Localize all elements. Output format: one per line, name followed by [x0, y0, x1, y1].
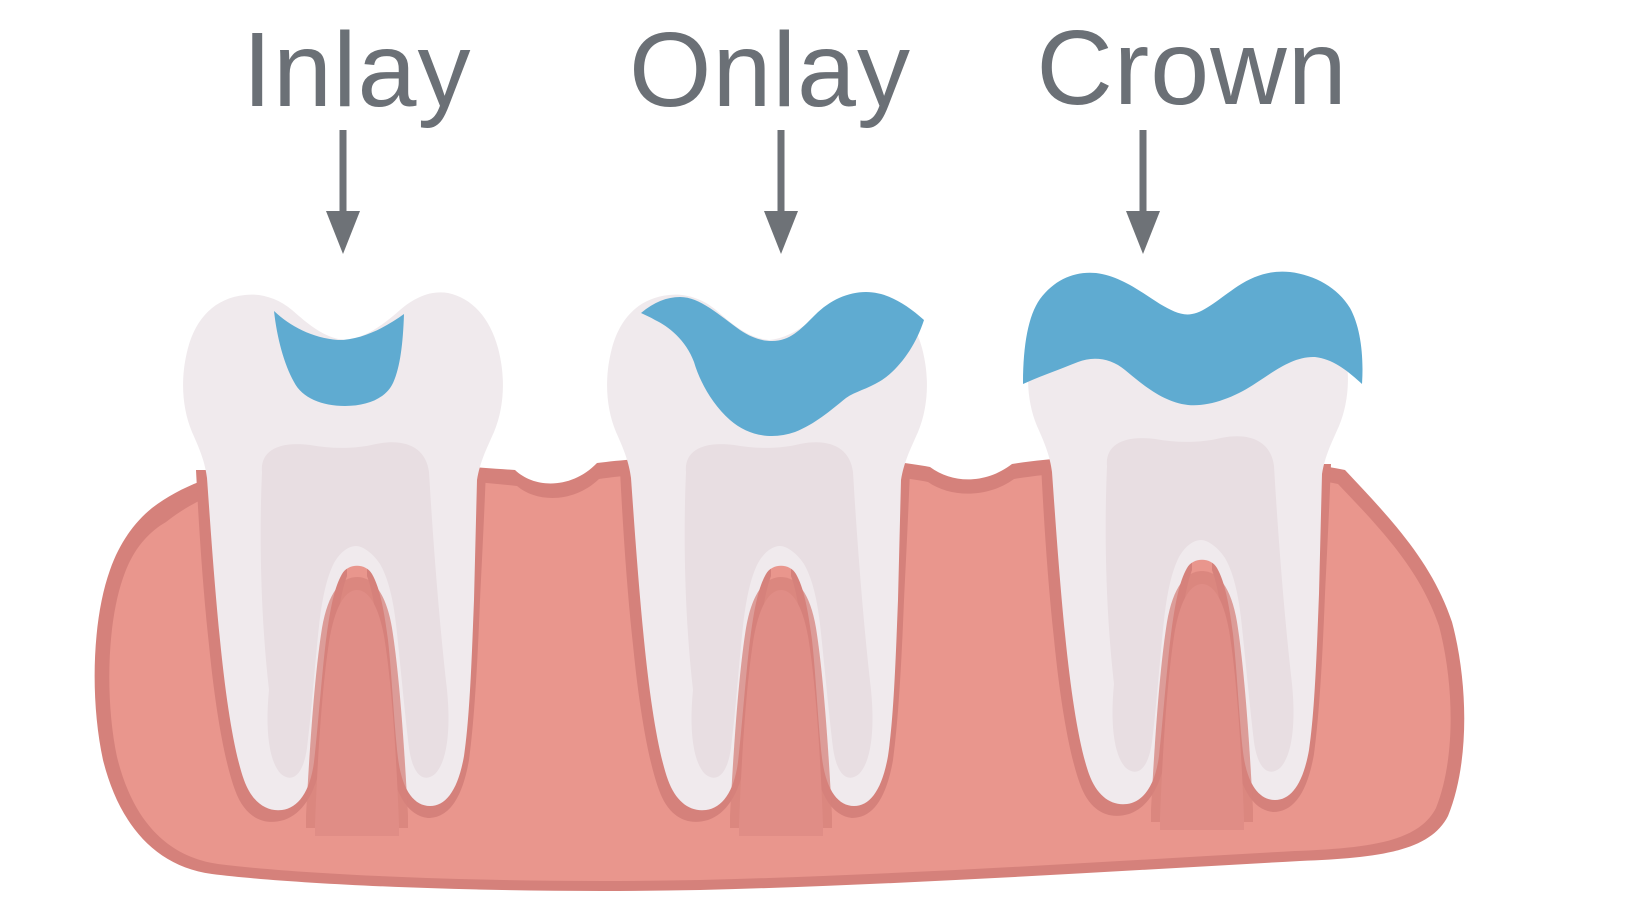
tooth-onlay [607, 292, 927, 836]
label-crown: Crown [1036, 9, 1347, 127]
label-inlay: Inlay [243, 11, 472, 129]
onlay-filling-shape [641, 292, 924, 436]
arrow-crown [1126, 130, 1160, 254]
arrow-inlay [326, 130, 360, 254]
arrow-down-icon [764, 211, 798, 254]
tooth-onlay-root-arch [739, 590, 823, 836]
tooth-crown [1023, 271, 1363, 830]
arrow-down-icon [326, 211, 360, 254]
label-onlay: Onlay [629, 11, 911, 129]
crown-cap-shape [1023, 271, 1363, 406]
tooth-crown-dentin [1105, 436, 1294, 772]
tooth-inlay-dentin [260, 442, 449, 778]
tooth-inlay [183, 292, 503, 836]
inlay-filling-shape [274, 311, 404, 406]
arrow-down-icon [1126, 211, 1160, 254]
arrow-onlay [764, 130, 798, 254]
tooth-inlay-root-arch [315, 590, 399, 836]
tooth-onlay-dentin [684, 442, 873, 778]
tooth-crown-root-arch [1160, 584, 1244, 830]
